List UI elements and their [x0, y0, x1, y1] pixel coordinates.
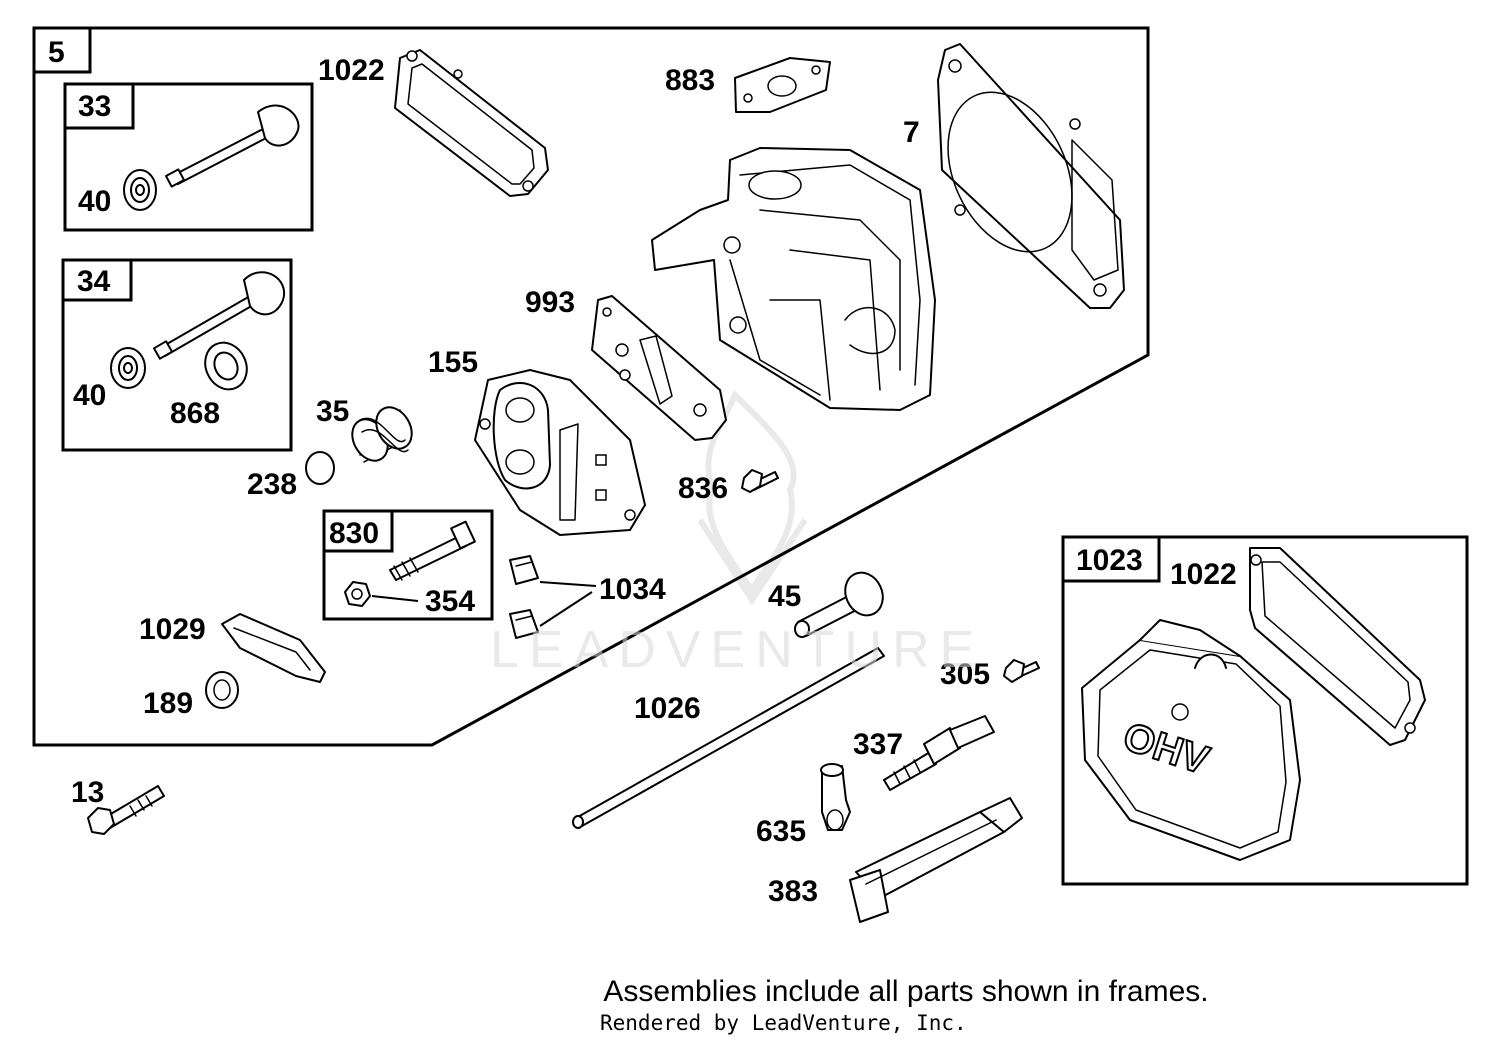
label-40b: 40 — [73, 379, 106, 412]
valve-seal-40a — [123, 169, 157, 211]
label-1026: 1026 — [634, 692, 701, 725]
label-337: 337 — [853, 728, 903, 761]
frame-label-5: 5 — [48, 36, 65, 69]
frame-34: 34 — [61, 258, 293, 452]
rocker-cover-gasket-1022b — [1249, 547, 1426, 746]
valve-spring-35 — [351, 406, 413, 463]
credit: Rendered by LeadVenture, Inc. — [600, 1011, 967, 1035]
tappet-45 — [794, 571, 884, 638]
frame-5: 5 — [32, 26, 1150, 747]
frame-1023: 1023 OHV — [1061, 535, 1469, 886]
label-1034: 1034 — [599, 573, 666, 606]
bolt-13 — [87, 785, 165, 835]
footnote: Assemblies include all parts shown in fr… — [603, 975, 1209, 1008]
rocker-stud — [389, 520, 476, 581]
rocker-plate-155 — [474, 369, 646, 536]
valve-rotator-868 — [204, 341, 248, 391]
valve-retainer-1034-upper — [509, 555, 539, 585]
valve-seal-40b — [110, 347, 146, 389]
cylinder-head-gasket-7 — [937, 43, 1125, 309]
label-354: 354 — [425, 585, 475, 618]
valve-intake — [165, 104, 300, 188]
frame-label-33: 33 — [78, 90, 111, 123]
push-rod-1026 — [572, 647, 885, 829]
rocker-ball-189 — [205, 671, 239, 709]
rocker-plate-gasket-993 — [591, 295, 727, 441]
valve-exhaust — [152, 271, 286, 360]
label-7: 7 — [903, 116, 920, 149]
breather-tube-383 — [849, 797, 1023, 923]
label-1029: 1029 — [139, 613, 206, 646]
label-155: 155 — [428, 346, 478, 379]
breather-elbow-635 — [820, 763, 851, 831]
frame-label-830: 830 — [329, 517, 379, 550]
spark-plug-337 — [883, 715, 995, 791]
label-1022b: 1022 — [1170, 558, 1237, 591]
label-635: 635 — [756, 815, 806, 848]
label-35: 35 — [316, 395, 349, 428]
label-189: 189 — [143, 687, 193, 720]
spring-cap-238 — [305, 451, 335, 485]
label-836: 836 — [678, 472, 728, 505]
label-883: 883 — [665, 64, 715, 97]
frame-33: 33 — [63, 82, 314, 232]
valve-cover-gasket-1022a — [394, 49, 549, 197]
bolt-305 — [1003, 659, 1040, 683]
rocker-cover: OHV — [1081, 619, 1301, 861]
label-40a: 40 — [78, 185, 111, 218]
screw-836 — [741, 469, 779, 493]
label-993: 993 — [525, 286, 575, 319]
label-383: 383 — [768, 875, 818, 908]
valve-retainer-1034-lower — [509, 609, 539, 639]
label-868: 868 — [170, 397, 220, 430]
frame-label-1023: 1023 — [1076, 544, 1143, 577]
label-1022a: 1022 — [318, 54, 385, 87]
label-13: 13 — [71, 776, 104, 809]
frame-830: 830 — [322, 509, 494, 621]
rocker-arm-1029 — [221, 613, 326, 683]
label-238: 238 — [247, 468, 297, 501]
label-305: 305 — [940, 658, 990, 691]
hex-nut-354 — [344, 581, 371, 607]
watermark-logo — [697, 389, 808, 606]
frame-label-34: 34 — [77, 265, 111, 298]
intake-gasket-883 — [734, 57, 831, 113]
cylinder-head — [651, 147, 936, 411]
label-45: 45 — [768, 580, 801, 613]
watermark-text: LEADVENTURE — [490, 621, 985, 679]
